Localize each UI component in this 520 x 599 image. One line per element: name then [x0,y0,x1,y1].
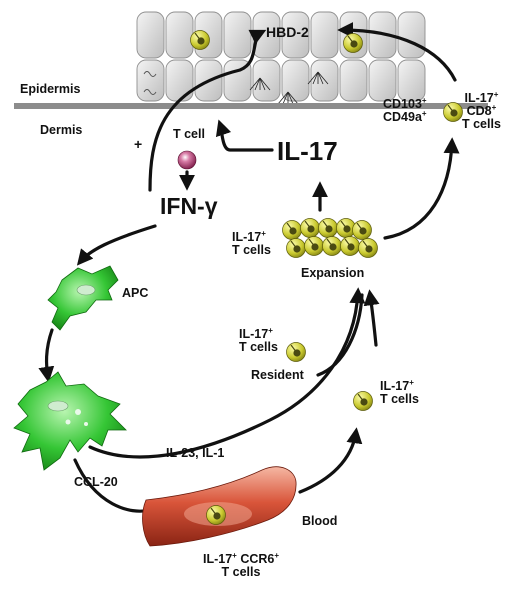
blood-vessel [142,466,297,547]
keratinocyte-cell [397,11,426,59]
dendrite-mark [307,71,329,85]
label-plus: + [134,136,143,152]
label-hbd2: HBD-2 [266,24,309,40]
arrow-il17-to-epidermis [215,119,274,152]
keratinocyte-cell [165,11,194,59]
label-ccr6-text: CCR6 [240,552,275,566]
keratinocyte-cell [136,11,165,59]
arrow-ifn-to-epidermis [148,29,267,192]
arrow-expansion-to-cd8 [383,137,460,240]
label-resident-word: Resident [251,368,304,382]
pathway-arrows [38,22,460,513]
apc-icon [47,265,119,331]
label-blood: Blood [302,514,338,528]
label-il17-text: IL-17 [380,379,410,393]
nucleus-mark [143,89,157,95]
t-cell-expansion [352,220,372,240]
label-il17-text: IL-17 [232,230,262,244]
label-apc: APC [122,286,149,300]
superscript-plus: + [409,378,414,387]
superscript-plus: + [261,229,266,238]
superscript-plus: + [421,109,427,119]
expansion-t-cell-cluster [282,218,378,258]
label-t-cells-text: T cells [232,243,271,258]
t-cell-expansion [318,218,338,238]
t-cell-cd8 [443,102,463,122]
label-dermis: Dermis [40,123,83,137]
keratinocyte-cell [165,59,194,102]
keratinocyte-cell [252,59,281,102]
keratinocyte-cell [339,59,368,102]
superscript-plus: + [421,96,427,105]
arrow-il23-to-expansion [88,287,366,459]
label-il17-text: IL-17 [202,552,233,566]
arrow-apc-to-mature [38,328,55,383]
t-cell-expansion [340,236,360,256]
label-cd8-text: CD8 [466,104,492,119]
superscript-plus: + [232,551,237,560]
arrow-ifn-to-apc [76,224,157,266]
label-epidermis: Epidermis [20,82,81,96]
keratinocyte-cell [136,59,165,102]
ifn-t-cell-icon [177,150,197,170]
label-expansion: Expansion [301,266,365,280]
keratinocyte-cell [310,11,339,59]
label-cd49a: CD49a [383,110,422,125]
t-cell-epidermis-2 [343,33,363,53]
arrow-cd8-to-hbd2 [337,22,457,82]
label-resident: IL-17+ T cells [239,326,278,355]
t-cell-expansion [282,220,302,240]
t-cell-expansion [322,236,342,256]
dendrite-mark [249,77,271,91]
nucleus-mark [143,71,157,77]
t-cell-expansion [336,218,356,238]
dendrite-mark [277,91,299,105]
keratinocyte-cell [223,11,252,59]
keratinocyte-cell [223,59,252,102]
label-il17-text: IL-17 [464,91,494,105]
t-cell-blood [206,505,226,525]
epidermis-t-cells [190,30,363,53]
label-il17-t-cells-expansion: IL-17+ T cells [232,229,271,258]
arrow-blood-to-tcells [298,427,363,494]
label-ccr6-t-cells: IL-17+ CCR6+ T cells [176,551,306,580]
label-t-cells-text: T cells [239,340,278,355]
label-il23-il1: IL-23, IL-1 [166,446,225,460]
keratinocyte-cell [281,11,310,59]
t-cell-circulating [353,391,373,411]
t-cell-expansion [300,218,320,238]
label-il17-cd8: IL-17+ CD8+ T cells [462,90,501,132]
label-ifn-gamma: IFN-γ [160,193,218,219]
keratinocyte-cell [397,59,426,102]
t-cell-epidermis-1 [190,30,210,50]
keratinocyte-cell [368,59,397,102]
label-t-cells-text: T cells [462,117,501,132]
arrow-resident-to-expansion [316,293,364,377]
t-cell-resident [286,342,306,362]
mature-apc-icon [13,371,127,471]
label-cd103: CD103 [383,97,422,111]
basement-membrane [14,103,488,109]
label-t-cells-text: T cells [221,565,261,580]
label-t-cells-text: T cells [380,392,419,407]
label-il17-text: IL-17 [239,327,269,341]
arrow-right-tcells-to-expansion [363,289,380,347]
superscript-plus: + [274,551,280,560]
t-cell-expansion [358,238,378,258]
label-ccl20: CCL-20 [74,475,118,489]
keratinocyte-cell [310,59,339,102]
label-il17-t-cells-right: IL-17+ T cells [380,378,419,407]
label-il17: IL-17 [277,136,338,166]
superscript-plus: + [268,326,273,335]
t-cell-expansion [304,236,324,256]
superscript-plus: + [491,103,497,113]
label-cd103-cd49a: CD103+ CD49a+ [383,96,427,125]
t-cell-expansion [286,238,306,258]
label-t-cell: T cell [173,127,205,141]
superscript-plus: + [493,90,499,99]
